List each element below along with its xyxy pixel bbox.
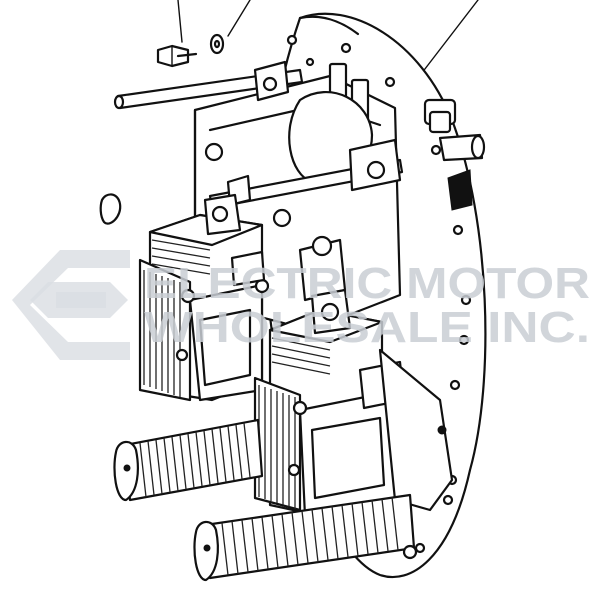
contactor-coil-upper [138,193,270,402]
watermark-logo [12,250,130,360]
leader-lines [177,0,479,79]
watermark-line1: ELECTRIC MOTOR [144,259,590,308]
threaded-stud-lower [193,493,418,582]
end-cap [99,193,122,225]
contactor-coil-lower [253,288,422,520]
washer [209,33,225,55]
threaded-stud-upper [113,418,264,502]
terminal-studs [423,98,486,211]
plate-bracket [378,348,454,512]
watermark-line2: WHOLESALE INC. [144,303,590,352]
tie-rod-upper [113,60,304,110]
watermark: ELECTRIC MOTOR WHOLESALE INC. [12,250,590,360]
loose-bolt [156,44,198,68]
